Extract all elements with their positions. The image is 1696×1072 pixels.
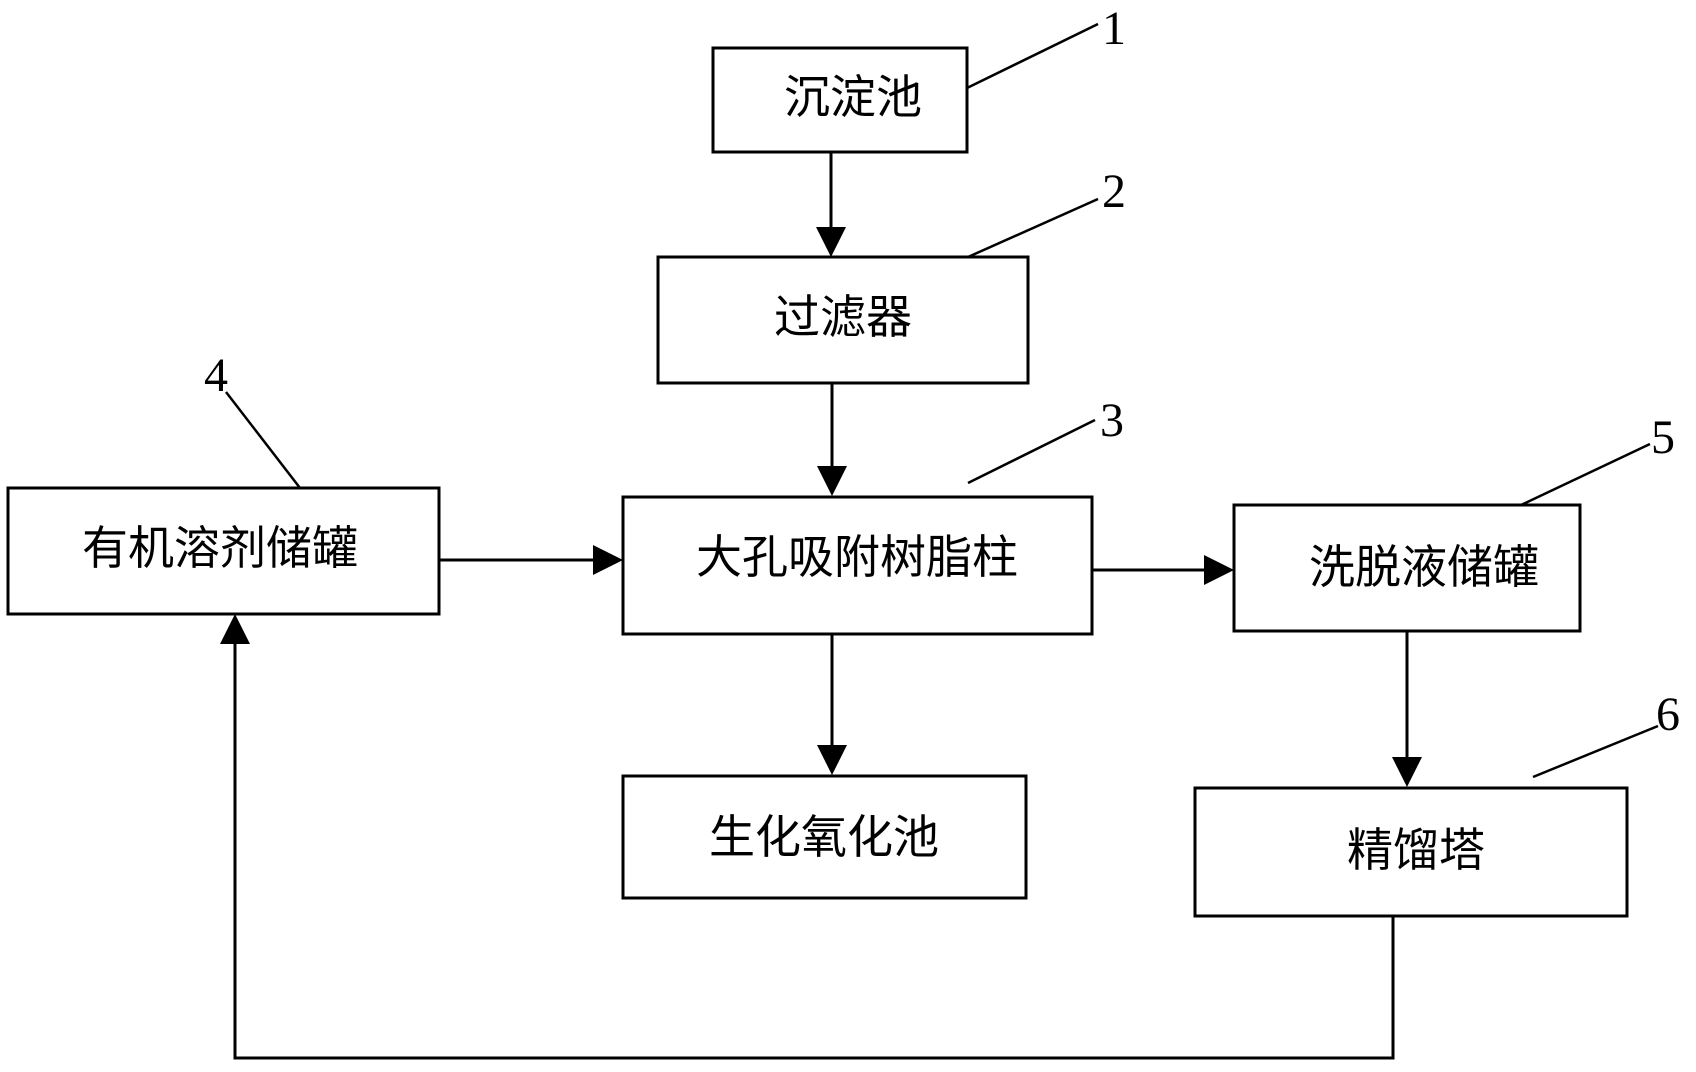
callout-number-3: 3	[1100, 394, 1124, 447]
filter-box	[656, 255, 1030, 385]
eluent-tank-label: 洗脱液储罐	[1309, 540, 1539, 594]
sedimentation-tank-label: 沉淀池	[784, 70, 922, 124]
rectification-tower-box	[1193, 786, 1629, 918]
callout-number-2: 2	[1102, 165, 1126, 218]
callout-number-5: 5	[1651, 411, 1675, 464]
biochemical-pool-label: 生化氧化池	[709, 810, 939, 864]
eluent-tank-node: 洗脱液储罐	[1232, 503, 1582, 633]
rectification-tower-node: 精馏塔	[1193, 786, 1629, 918]
sedimentation-tank-box	[711, 46, 969, 154]
arrow-tower-to-solvent-return	[220, 614, 1395, 1060]
callout-line-5	[1520, 442, 1651, 507]
filter-node: 过滤器	[656, 255, 1030, 385]
callout-line-4	[225, 391, 301, 489]
callout-number-4: 4	[204, 349, 228, 402]
solvent-tank-label: 有机溶剂储罐	[82, 521, 358, 575]
sedimentation-tank-node: 沉淀池	[711, 46, 969, 154]
callout-line-6	[1532, 724, 1659, 779]
solvent-tank-box	[6, 486, 441, 616]
biochemical-pool-node: 生化氧化池	[621, 774, 1028, 900]
resin-column-box	[621, 495, 1094, 636]
callout-number-1: 1	[1102, 2, 1126, 55]
callout-line-1	[966, 22, 1099, 90]
resin-column-node: 大孔吸附树脂柱	[621, 495, 1094, 636]
rectification-tower-label: 精馏塔	[1347, 823, 1485, 877]
callout-line-3	[967, 418, 1096, 485]
resin-column-label: 大孔吸附树脂柱	[696, 530, 1018, 584]
callout-number-6: 6	[1656, 688, 1680, 741]
callout-line-2	[967, 197, 1099, 259]
filter-label: 过滤器	[774, 290, 912, 344]
solvent-tank-node: 有机溶剂储罐	[6, 486, 441, 616]
biochemical-pool-box	[621, 774, 1028, 900]
